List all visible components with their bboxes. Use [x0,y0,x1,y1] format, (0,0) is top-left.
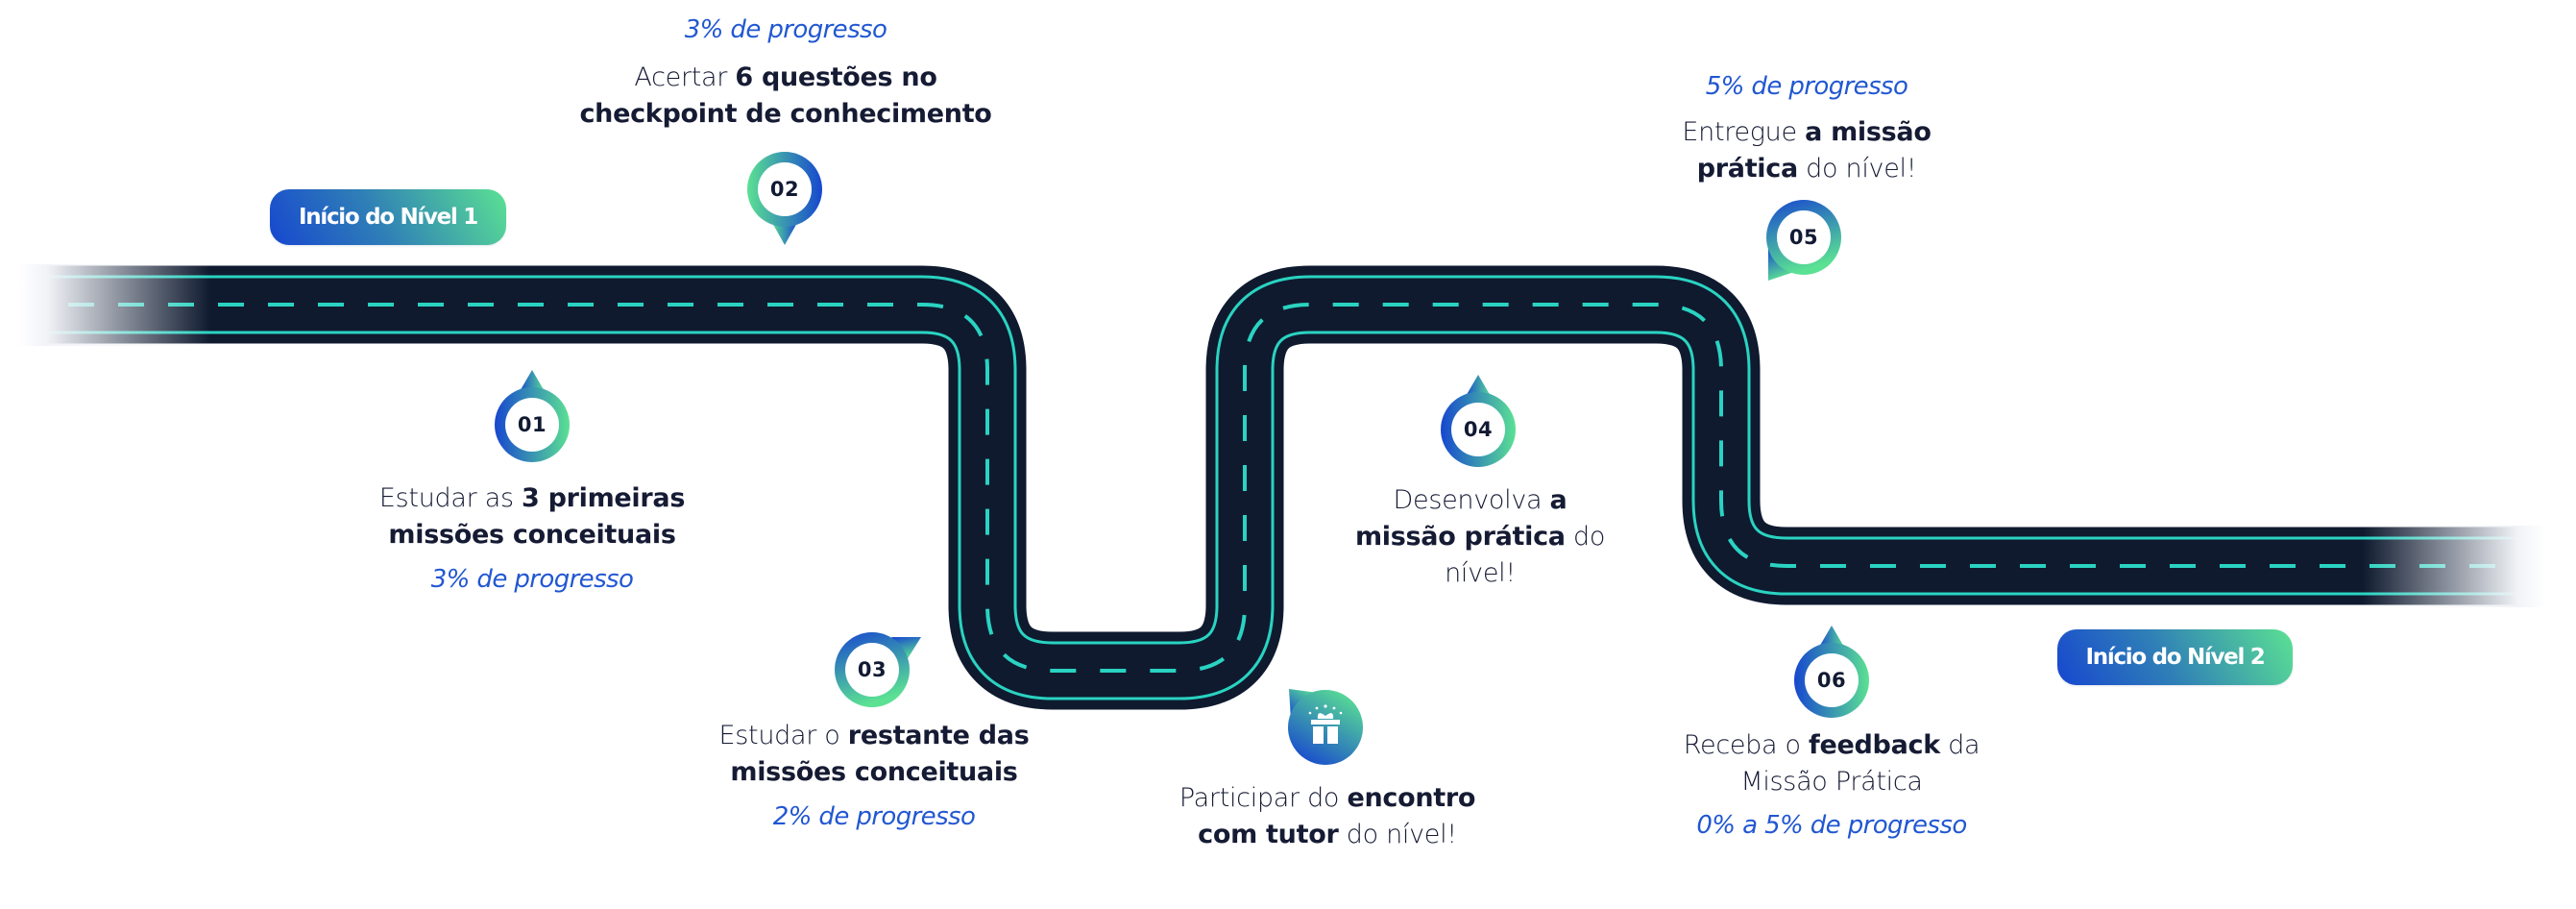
step-01-progress: 3% de progresso [430,565,634,594]
description-text: do nível! [1338,820,1457,849]
description-bold-text: missões conceituais [388,520,676,550]
description-text: da [1939,730,1981,760]
step-06-marker[interactable]: 06 [1774,623,1889,738]
step-number: 01 [517,413,547,436]
description-text: Participar do [1179,783,1348,813]
step-02-progress: 3% de progresso [684,15,887,44]
step-02-marker[interactable]: 02 [727,132,842,247]
location-pin-icon [495,370,570,462]
description-bold-text: missão prática [1354,522,1566,552]
step-number: 05 [1788,226,1819,249]
description-text: Entregue [1682,117,1806,147]
description-text: nível! [1445,558,1516,588]
description-bold-text: prática [1696,154,1798,184]
description-text: Estudar o [718,721,848,750]
gift-icon [1308,704,1343,744]
step-01-description: Estudar as 3 primeiras missões conceituai… [379,480,685,553]
level-1-start-badge: Início do Nível 1 [270,189,506,245]
description-text: Missão Prática [1740,767,1923,797]
gift-icon [1288,689,1363,765]
step-number: 04 [1463,418,1494,441]
location-pin-icon [835,632,921,707]
description-bold-text: a [1549,485,1567,515]
step-05-progress: 5% de progresso [1705,72,1908,101]
step-06-progress: 0% a 5% de progresso [1696,811,1967,840]
step-01-marker[interactable]: 01 [474,367,590,482]
description-text: Desenvolva [1393,485,1550,515]
step-03-progress: 2% de progresso [772,802,976,831]
tutor-meeting-description: Participar do encontro com tutor do nível… [1179,780,1476,853]
road-fade-right [2363,526,2545,607]
description-bold-text: com tutor [1198,820,1339,849]
description-text: Receba o [1683,730,1810,760]
location-pin-icon [1766,200,1841,281]
level-2-start-badge: Início do Nível 2 [2057,629,2293,685]
step-number: 02 [769,178,800,201]
description-bold-text: 6 questões no [735,62,937,92]
location-pin-icon [1441,375,1516,467]
description-bold-text: feedback [1809,730,1940,760]
tutor-meeting-marker[interactable] [1268,670,1383,785]
description-bold-text: missões conceituais [730,757,1018,787]
location-pin-icon [1794,626,1869,718]
step-02-description: Acertar 6 questões no checkpoint de conhe… [579,60,991,133]
description-bold-text: 3 primeiras [522,483,686,513]
step-03-marker[interactable]: 03 [814,612,930,727]
description-bold-text: a missão [1805,117,1932,147]
road-center-dashes [18,303,2545,673]
description-bold-text: encontro [1347,783,1476,813]
step-05-marker[interactable]: 05 [1746,180,1861,295]
step-04-marker[interactable]: 04 [1421,372,1536,487]
description-text: Acertar [634,62,736,92]
description-text: Estudar as [378,483,522,513]
step-number: 03 [857,658,887,681]
description-bold-text: restante das [847,721,1030,750]
description-text: do [1565,522,1606,552]
location-pin-icon [747,152,822,245]
description-bold-text: checkpoint de conhecimento [579,99,992,129]
step-03-description: Estudar o restante das missões conceituai… [719,718,1030,791]
step-number: 06 [1816,669,1847,692]
description-text: do nível! [1797,154,1917,184]
road-fade-left [18,264,210,346]
step-04-description: Desenvolva a missão prática do nível! [1355,482,1605,592]
road-path-group [18,265,2545,710]
